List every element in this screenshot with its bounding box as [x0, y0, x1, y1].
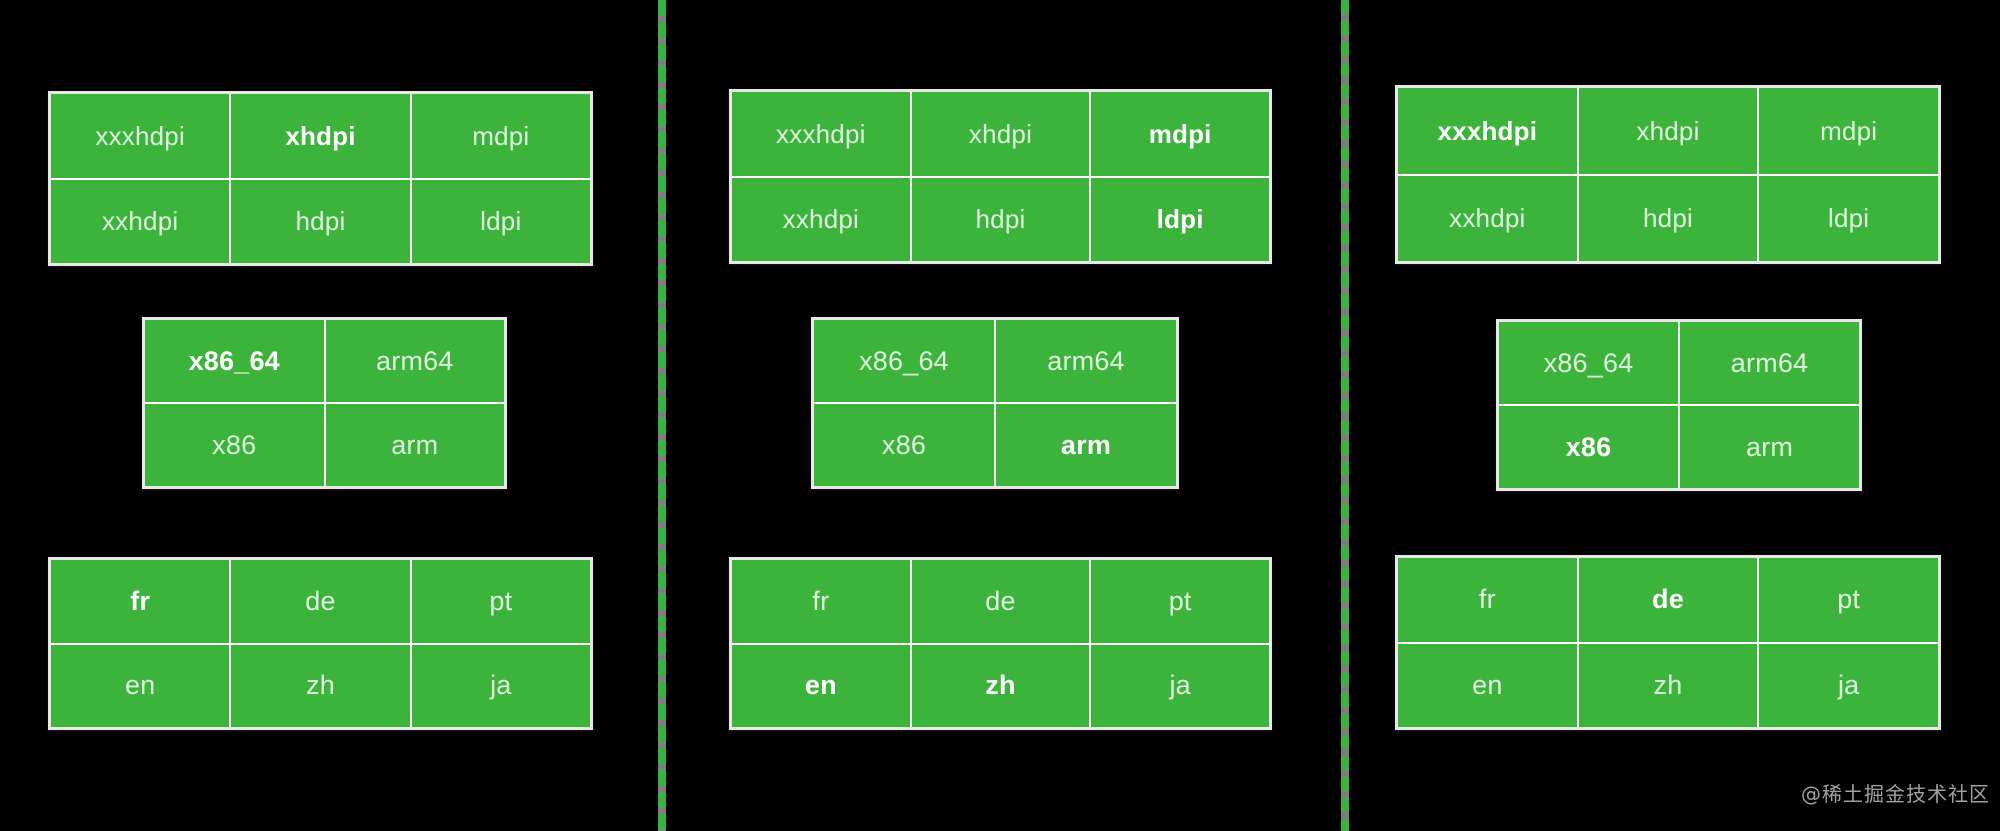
arch-cell-x86-64[interactable]: x86_64	[814, 320, 994, 402]
density-cell-xxxhdpi[interactable]: xxxhdpi	[1398, 88, 1577, 174]
language-grid: fr de pt en zh ja	[51, 560, 590, 727]
density-cell-hdpi[interactable]: hdpi	[231, 179, 410, 263]
language-cell-pt[interactable]: pt	[411, 560, 590, 643]
arch-cell-x86[interactable]: x86	[814, 404, 994, 486]
panel-1-screen-density-table: xxxhdpi xhdpi mdpi xxhdpi hdpi ldpi	[48, 91, 593, 266]
arch-cell-arm64[interactable]: arm64	[996, 320, 1176, 402]
language-cell-fr[interactable]: fr	[1398, 558, 1577, 642]
panel-3-language-table: fr de pt en zh ja	[1395, 555, 1941, 730]
language-cell-fr[interactable]: fr	[732, 560, 910, 643]
density-grid: xxxhdpi xhdpi mdpi xxhdpi hdpi ldpi	[1398, 88, 1938, 261]
language-grid: fr de pt en zh ja	[732, 560, 1269, 727]
density-cell-ldpi[interactable]: ldpi	[411, 179, 590, 263]
density-cell-xxhdpi[interactable]: xxhdpi	[1398, 175, 1577, 261]
arch-grid: x86_64 arm64 x86 arm	[814, 320, 1176, 486]
arch-cell-x86[interactable]: x86	[145, 404, 324, 486]
language-cell-en[interactable]: en	[1398, 643, 1577, 727]
density-cell-xxhdpi[interactable]: xxhdpi	[732, 177, 910, 261]
language-cell-zh[interactable]: zh	[1578, 643, 1758, 727]
density-cell-mdpi[interactable]: mdpi	[411, 94, 590, 178]
arch-cell-arm[interactable]: arm	[325, 404, 504, 486]
arch-cell-arm64[interactable]: arm64	[1680, 322, 1859, 404]
panel-2: xxxhdpi xhdpi mdpi xxhdpi hdpi ldpi x86_…	[666, 0, 1341, 831]
language-cell-ja[interactable]: ja	[1759, 643, 1938, 727]
arch-cell-arm[interactable]: arm	[996, 404, 1176, 486]
language-cell-de[interactable]: de	[231, 560, 410, 643]
panel-1-language-table: fr de pt en zh ja	[48, 557, 593, 730]
panel-1: xxxhdpi xhdpi mdpi xxhdpi hdpi ldpi x86_…	[0, 0, 658, 831]
density-grid: xxxhdpi xhdpi mdpi xxhdpi hdpi ldpi	[732, 92, 1269, 261]
language-cell-en[interactable]: en	[732, 644, 910, 727]
density-cell-xxxhdpi[interactable]: xxxhdpi	[732, 92, 910, 176]
language-cell-ja[interactable]: ja	[1091, 644, 1269, 727]
arch-cell-arm[interactable]: arm	[1680, 406, 1859, 488]
panel-3: xxxhdpi xhdpi mdpi xxhdpi hdpi ldpi x86_…	[1349, 0, 2000, 831]
density-cell-hdpi[interactable]: hdpi	[911, 177, 1090, 261]
panel-3-cpu-architecture-table: x86_64 arm64 x86 arm	[1496, 319, 1862, 491]
density-cell-xhdpi[interactable]: xhdpi	[911, 92, 1090, 176]
density-cell-ldpi[interactable]: ldpi	[1759, 175, 1938, 261]
density-cell-xxxhdpi[interactable]: xxxhdpi	[51, 94, 230, 178]
language-cell-zh[interactable]: zh	[911, 644, 1090, 727]
arch-cell-x86[interactable]: x86	[1499, 406, 1678, 488]
density-grid: xxxhdpi xhdpi mdpi xxhdpi hdpi ldpi	[51, 94, 590, 263]
panel-2-language-table: fr de pt en zh ja	[729, 557, 1272, 730]
language-cell-de[interactable]: de	[911, 560, 1090, 643]
language-cell-de[interactable]: de	[1578, 558, 1758, 642]
language-grid: fr de pt en zh ja	[1398, 558, 1938, 727]
language-cell-fr[interactable]: fr	[51, 560, 230, 643]
density-cell-hdpi[interactable]: hdpi	[1578, 175, 1758, 261]
arch-cell-x86-64[interactable]: x86_64	[1499, 322, 1678, 404]
density-cell-xxhdpi[interactable]: xxhdpi	[51, 179, 230, 263]
panel-1-cpu-architecture-table: x86_64 arm64 x86 arm	[142, 317, 507, 489]
language-cell-pt[interactable]: pt	[1091, 560, 1269, 643]
density-cell-xhdpi[interactable]: xhdpi	[1578, 88, 1758, 174]
panel-2-cpu-architecture-table: x86_64 arm64 x86 arm	[811, 317, 1179, 489]
panel-2-screen-density-table: xxxhdpi xhdpi mdpi xxhdpi hdpi ldpi	[729, 89, 1272, 264]
arch-cell-arm64[interactable]: arm64	[325, 320, 504, 402]
density-cell-mdpi[interactable]: mdpi	[1759, 88, 1938, 174]
density-cell-ldpi[interactable]: ldpi	[1091, 177, 1269, 261]
language-cell-ja[interactable]: ja	[411, 644, 590, 727]
language-cell-zh[interactable]: zh	[231, 644, 410, 727]
arch-grid: x86_64 arm64 x86 arm	[145, 320, 504, 486]
panel-divider-2	[1341, 0, 1349, 831]
density-cell-xhdpi[interactable]: xhdpi	[231, 94, 410, 178]
arch-cell-x86-64[interactable]: x86_64	[145, 320, 324, 402]
panel-3-screen-density-table: xxxhdpi xhdpi mdpi xxhdpi hdpi ldpi	[1395, 85, 1941, 264]
watermark-label: @稀土掘金技术社区	[1801, 782, 1990, 806]
arch-grid: x86_64 arm64 x86 arm	[1499, 322, 1859, 488]
density-cell-mdpi[interactable]: mdpi	[1091, 92, 1269, 176]
language-cell-en[interactable]: en	[51, 644, 230, 727]
panel-divider-1	[658, 0, 666, 831]
language-cell-pt[interactable]: pt	[1759, 558, 1938, 642]
